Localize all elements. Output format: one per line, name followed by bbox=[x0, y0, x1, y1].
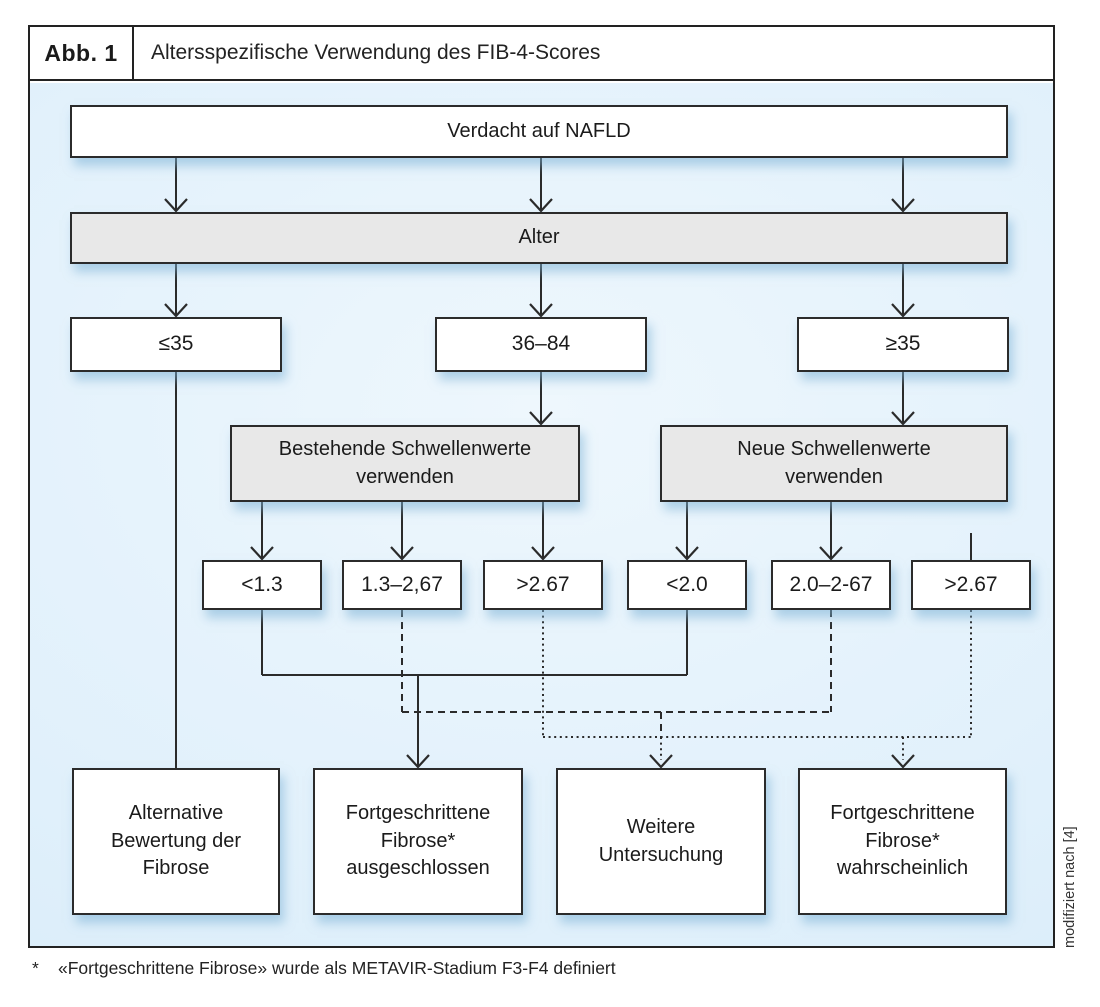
node-threshold-1-3-2-67: 1.3–2,67 bbox=[342, 560, 462, 610]
node-age: Alter bbox=[70, 212, 1008, 264]
footnote-text: «Fortgeschrittene Fibrose» wurde als MET… bbox=[58, 958, 616, 978]
node-age-ge-35: ≥35 bbox=[797, 317, 1009, 372]
figure-title-bar: Abb. 1 Altersspezifische Verwendung des … bbox=[30, 27, 1053, 81]
node-suspicion-nafld: Verdacht auf NAFLD bbox=[70, 105, 1008, 158]
node-age-le-35: ≤35 bbox=[70, 317, 282, 372]
figure-title: Altersspezifische Verwendung des FIB-4-S… bbox=[151, 41, 601, 64]
source-note: modifiziert nach [4] bbox=[1062, 826, 1078, 948]
node-threshold-lt-2-0: <2.0 bbox=[627, 560, 747, 610]
node-further-investigation: Weitere Untersuchung bbox=[556, 768, 766, 915]
footnote: * «Fortgeschrittene Fibrose» wurde als M… bbox=[32, 958, 616, 979]
figure-number: Abb. 1 bbox=[30, 27, 134, 79]
node-threshold-gt-2-67-left: >2.67 bbox=[483, 560, 603, 610]
node-threshold-gt-2-67-right: >2.67 bbox=[911, 560, 1031, 610]
node-advanced-fibrosis-excluded: Fortgeschrittene Fibrose* ausgeschlossen bbox=[313, 768, 523, 915]
node-threshold-2-0-2-67: 2.0–2-67 bbox=[771, 560, 891, 610]
node-age-36-84: 36–84 bbox=[435, 317, 647, 372]
node-threshold-lt-1-3: <1.3 bbox=[202, 560, 322, 610]
footnote-marker: * bbox=[32, 958, 39, 978]
node-existing-thresholds: Bestehende Schwellenwerte verwenden bbox=[230, 425, 580, 502]
node-advanced-fibrosis-likely: Fortgeschrittene Fibrose* wahrscheinlich bbox=[798, 768, 1007, 915]
node-alternative-assessment: Alternative Bewertung der Fibrose bbox=[72, 768, 280, 915]
node-new-thresholds: Neue Schwellenwerte verwenden bbox=[660, 425, 1008, 502]
